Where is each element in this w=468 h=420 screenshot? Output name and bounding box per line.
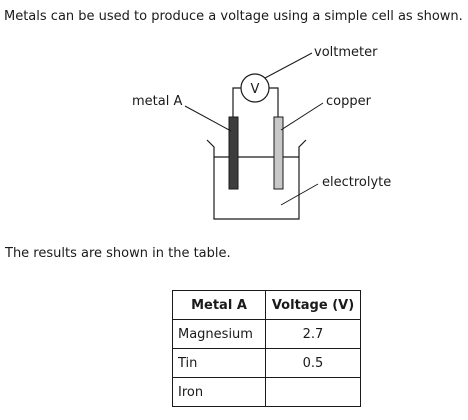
header-metal-a: Metal A: [172, 290, 266, 320]
copper-electrode: [273, 116, 284, 190]
voltmeter: V: [240, 73, 270, 103]
table-row: Magnesium 2.7: [172, 319, 361, 349]
label-voltmeter: voltmeter: [314, 45, 378, 60]
label-electrolyte: electrolyte: [322, 175, 391, 190]
table-header-row: Metal A Voltage (V): [172, 290, 361, 320]
intro-text: Metals can be used to produce a voltage …: [4, 9, 463, 24]
metal-cell: Magnesium: [172, 319, 266, 349]
wire-right: [269, 87, 279, 118]
leader-metal-a: [184, 105, 232, 132]
header-voltage: Voltage (V): [265, 290, 361, 320]
voltage-cell: 0.5: [265, 348, 361, 378]
leader-copper: [280, 102, 324, 131]
table-row: Iron: [172, 377, 361, 407]
wire-left: [232, 87, 241, 118]
label-leaders: [184, 52, 324, 206]
voltage-cell: [265, 377, 361, 407]
voltmeter-symbol: V: [251, 82, 260, 97]
metal-cell: Iron: [172, 377, 266, 407]
metal-a-electrode: [228, 116, 239, 190]
simple-cell-diagram: V voltmeter metal A copper electrolyte: [132, 45, 391, 220]
circuit-wires: [232, 87, 279, 118]
voltage-cell: 2.7: [265, 319, 361, 349]
metal-cell: Tin: [172, 348, 266, 378]
label-metal-a: metal A: [132, 94, 182, 109]
beaker-outline: [206, 139, 307, 220]
label-copper: copper: [326, 94, 372, 109]
results-text: The results are shown in the table.: [5, 246, 231, 261]
table-row: Tin 0.5: [172, 348, 361, 378]
results-table: Metal A Voltage (V) Magnesium 2.7 Tin 0.…: [172, 290, 361, 407]
leader-electrolyte: [280, 183, 319, 206]
beaker: [206, 139, 307, 220]
leader-voltmeter: [264, 52, 313, 79]
